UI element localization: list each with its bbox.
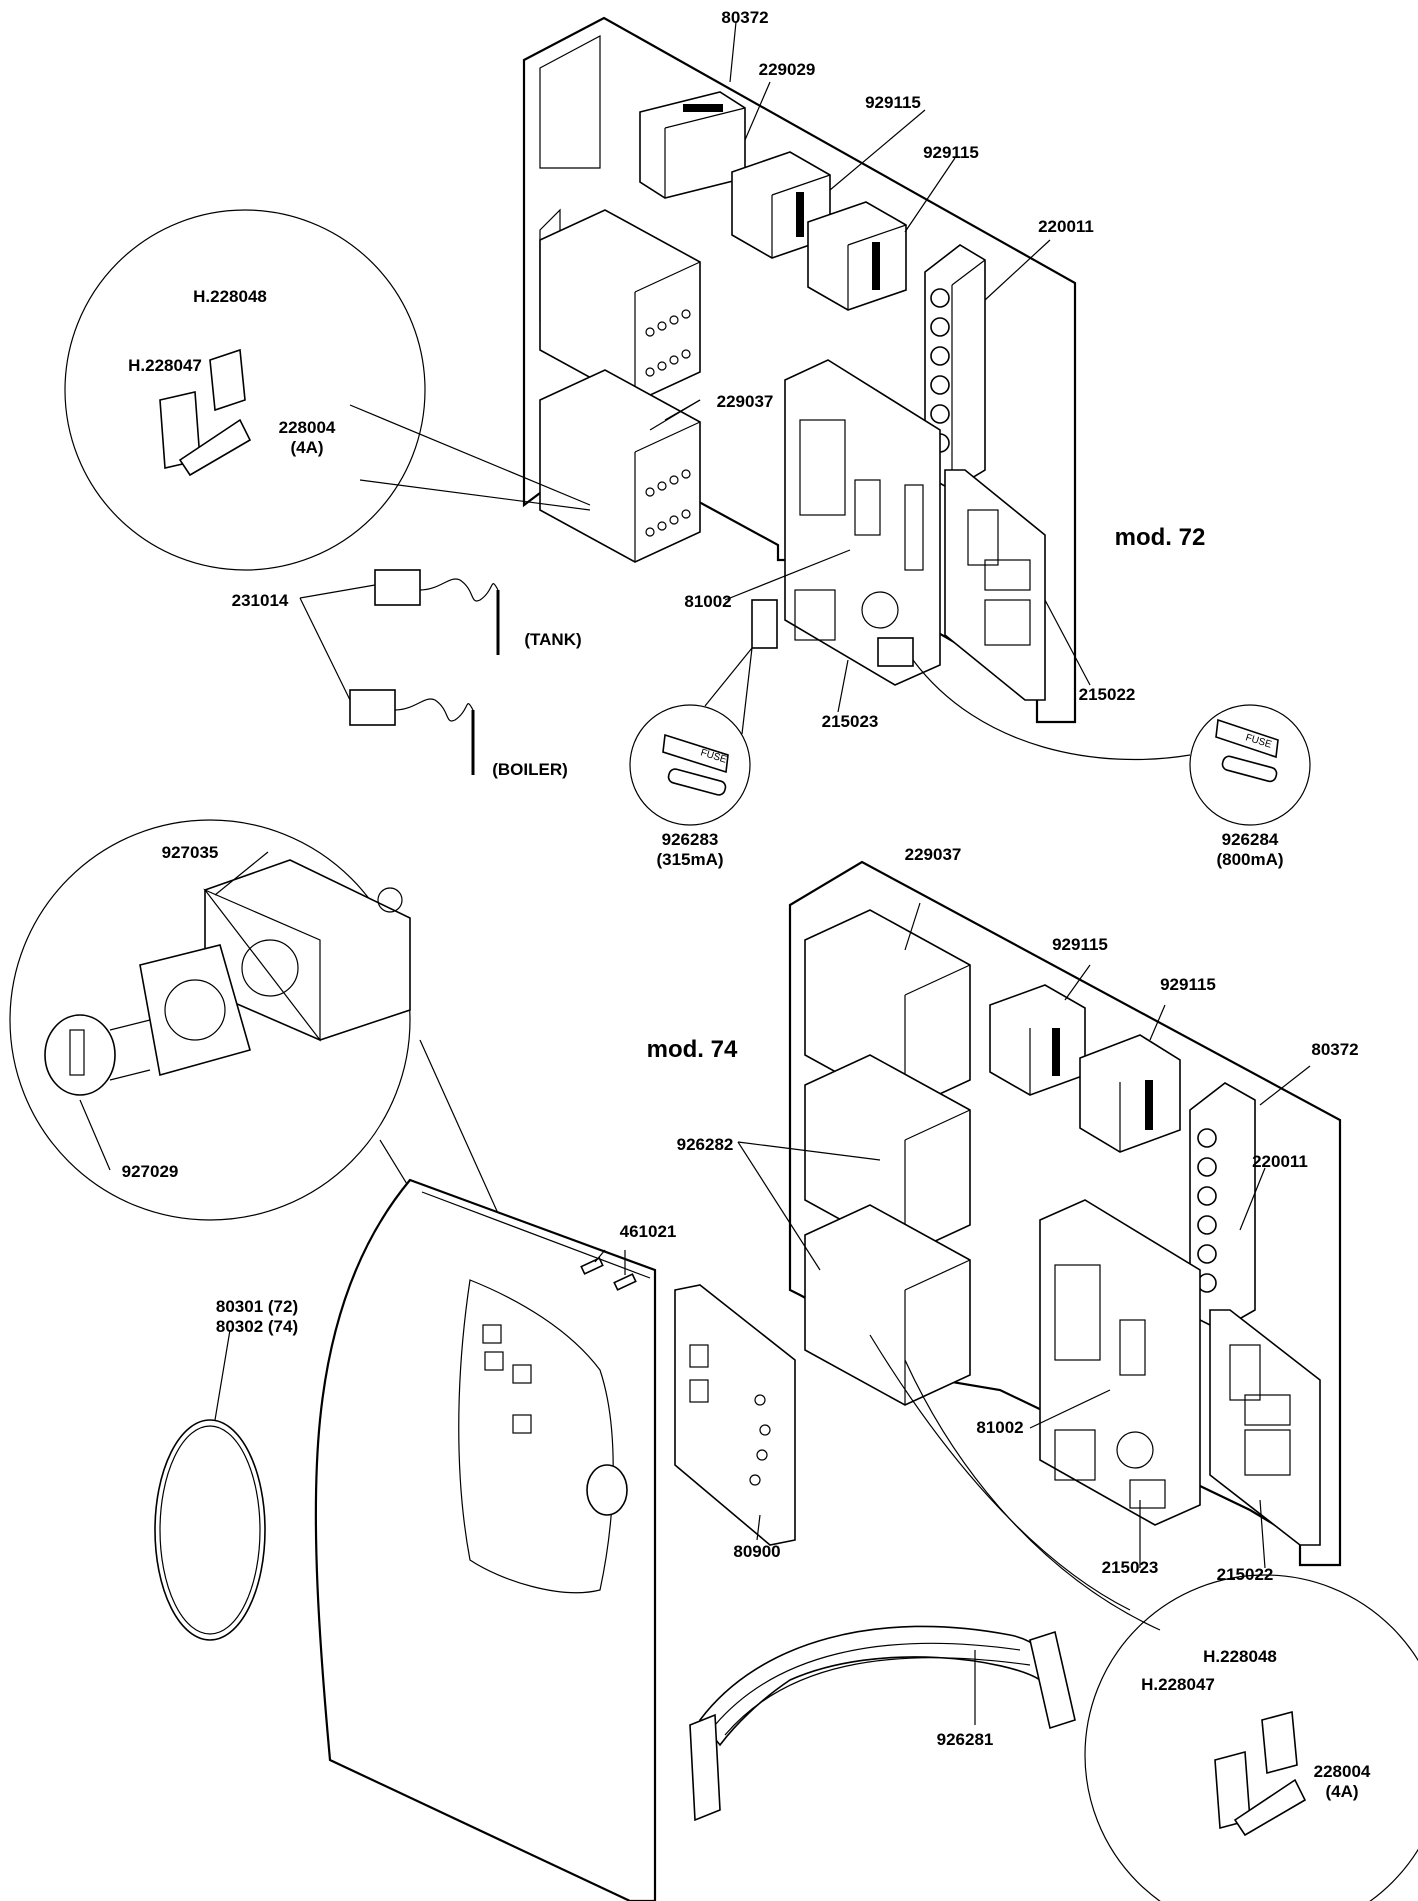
label-h228048-top: H.228048 [193,287,267,306]
label-929115-a: 929115 [865,93,921,112]
label-81002-bottom: 81002 [976,1418,1024,1437]
control-board-81002-top [784,359,941,686]
label-229037-bottom: 229037 [904,845,962,864]
relay-929115-b [807,201,907,311]
label-228004-bottom: 228004 (4A) [1313,1762,1371,1801]
label-80900: 80900 [733,1542,781,1561]
label-926282: 926282 [676,1135,734,1154]
relay-929115-d [1079,1034,1181,1153]
label-h228047-bottom: H.228047 [1141,1675,1215,1694]
label-80372-bottom: 80372 [1311,1040,1359,1059]
contactor-926282-a [804,1054,971,1256]
thermostat-231014-boiler [349,689,475,775]
label-215022-top: 215022 [1078,685,1136,704]
fuse-holder-top-right [877,637,914,667]
label-mod-74: mod. 74 [646,1036,738,1063]
label-231014: 231014 [231,591,289,610]
label-926281: 926281 [936,1730,994,1749]
label-461021: 461021 [619,1222,677,1241]
relay-929115-a [731,151,831,259]
label-215023-bottom: 215023 [1101,1558,1159,1577]
callout-circle-breaker-bottom [869,1334,1418,1901]
keypad-board-80900 [674,1284,796,1546]
label-927029: 927029 [121,1162,179,1181]
label-215022-bottom: 215022 [1216,1565,1274,1584]
label-220011-top: 220011 [1038,217,1094,236]
thermostat-231014-tank [374,569,500,655]
label-229029: 229029 [758,60,816,79]
label-926284: 926284 (800mA) [1216,830,1284,869]
ribbon-cable-926281 [689,1625,1076,1822]
label-h228047-top: H.228047 [128,356,202,375]
label-929115-d: 929115 [1160,975,1216,994]
label-220011-bottom: 220011 [1252,1152,1308,1171]
contactor-926282-b [804,1204,971,1406]
callout-circle-fuse-800ma: FUSE [912,659,1311,826]
label-tank: (TANK) [524,630,582,649]
display-board-215022-bottom [1209,1309,1321,1546]
relay-929115-c [989,984,1086,1096]
screws-461021 [580,1257,637,1291]
label-80301-80302: 80301 (72) 80302 (74) [215,1297,299,1336]
label-boiler: (BOILER) [492,760,568,779]
control-board-81002-bottom [1039,1199,1201,1526]
label-929115-c: 929115 [1052,935,1108,954]
front-panel [154,1178,657,1901]
relay-229029 [639,91,746,199]
callout-circle-fuse-315ma: FUSE [629,647,753,826]
label-926283: 926283 (315mA) [656,830,724,869]
label-927035: 927035 [161,843,219,862]
label-929115-b: 929115 [923,143,979,162]
label-81002-top: 81002 [684,592,732,611]
callout-circle-breaker-top [64,209,591,571]
leader-lines [79,21,1311,1725]
contactor-229037-top-a [539,209,701,403]
label-228004-top: 228004 (4A) [278,418,336,457]
terminal-strip-220011-bottom [1189,1082,1256,1331]
callout-circle-knob [9,819,601,1451]
label-215023-top: 215023 [821,712,879,731]
display-board-215022-top [944,469,1046,701]
contactor-229037-bottom [804,909,971,1111]
label-229037-top: 229037 [716,392,774,411]
label-80372-top: 80372 [721,8,769,27]
label-h228048-bottom: H.228048 [1203,1647,1277,1666]
contactor-229037-top-b [539,369,701,563]
terminal-strip-220011-top [924,244,986,491]
label-mod-72: mod. 72 [1114,524,1206,551]
fuse-holder-top-left [751,599,778,649]
